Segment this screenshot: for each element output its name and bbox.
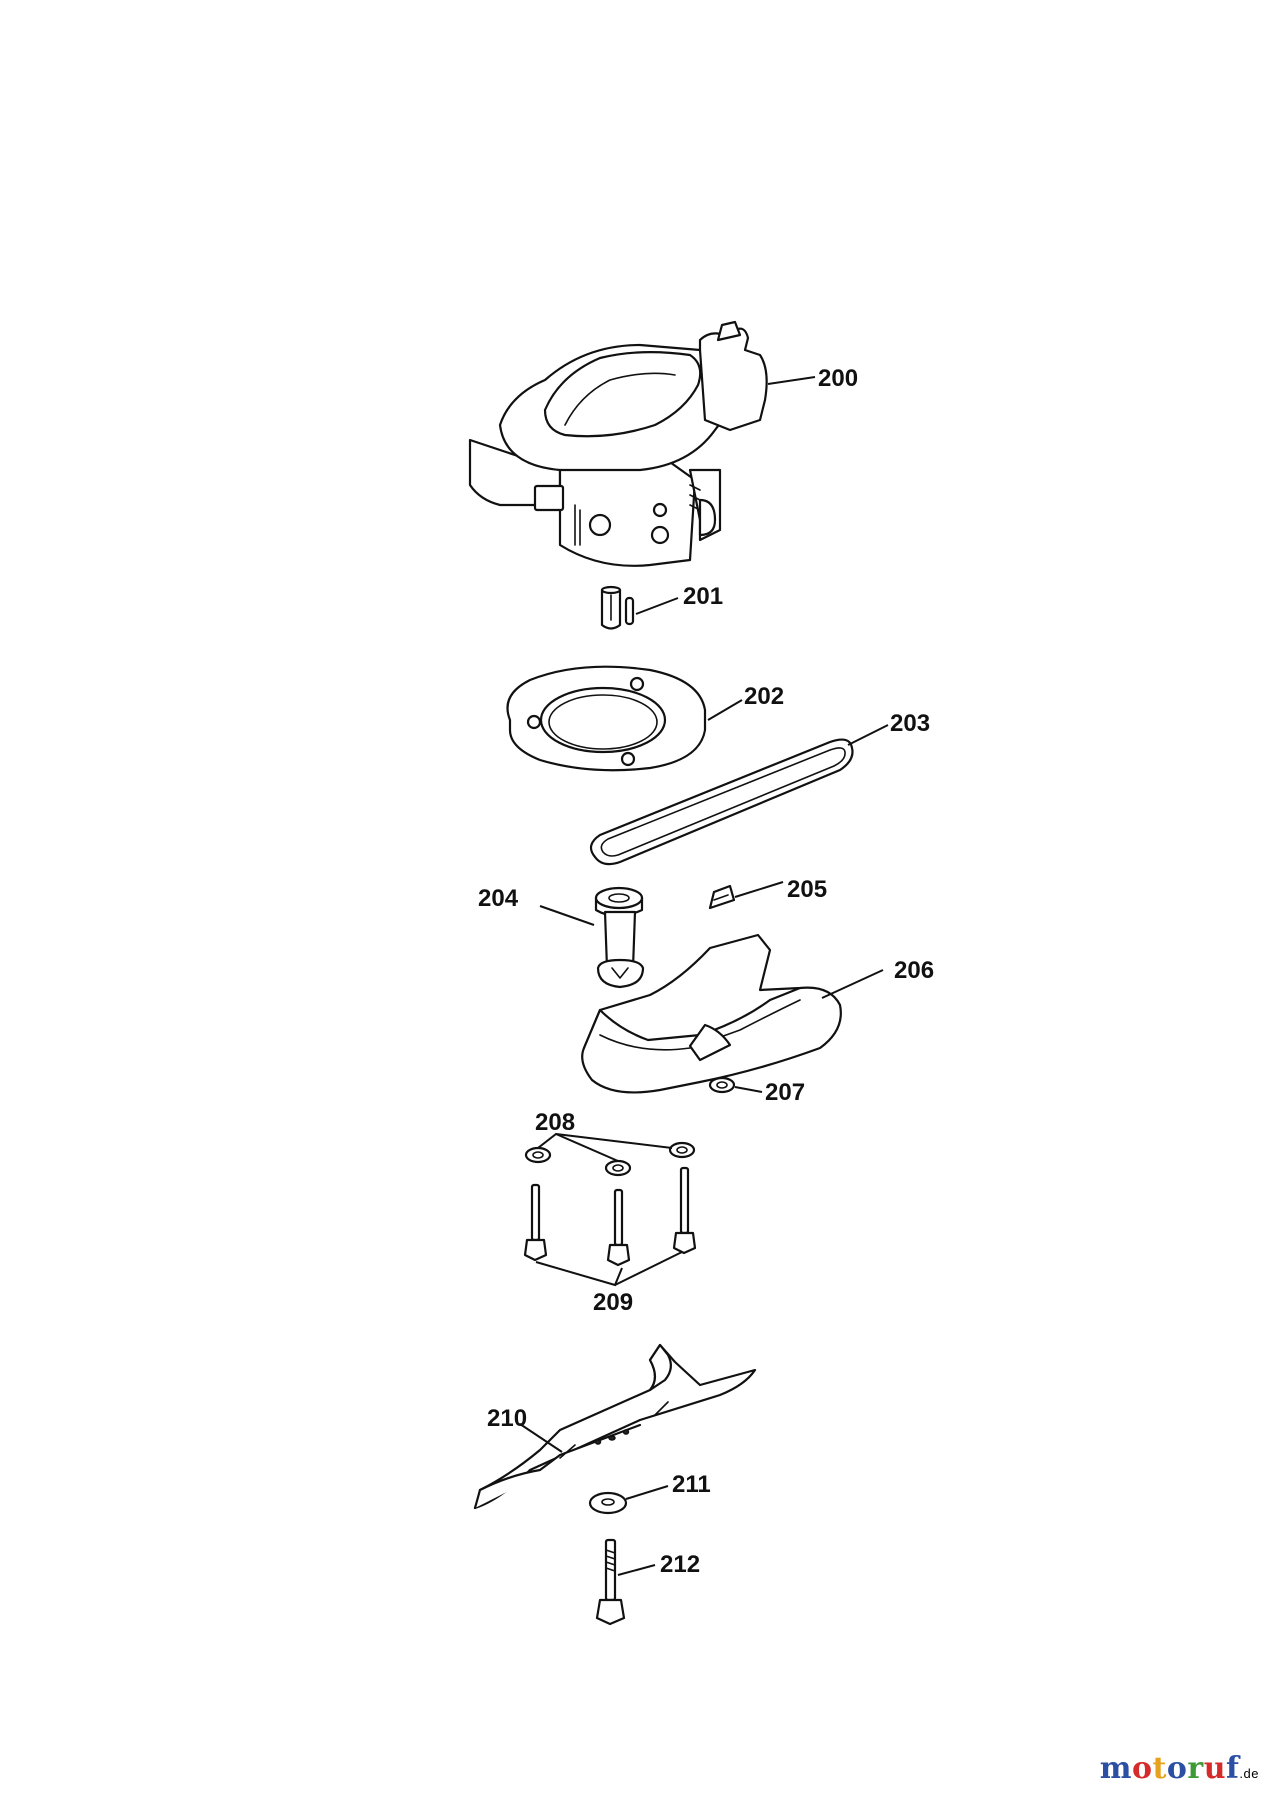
watermark-letter: u [1203, 1751, 1227, 1786]
watermark-letter: t [1152, 1751, 1167, 1786]
callout-209: 209 [593, 1289, 633, 1316]
watermark-letter: o [1132, 1751, 1153, 1786]
callout-211: 211 [672, 1471, 711, 1498]
callout-201: 201 [683, 583, 723, 610]
watermark-letters: motoruf [1100, 1751, 1240, 1786]
watermark-tld: .de [1239, 1766, 1259, 1781]
callout-207: 207 [765, 1079, 805, 1106]
callout-205: 205 [787, 876, 827, 903]
callout-203: 203 [890, 710, 930, 737]
callout-208: 208 [535, 1109, 575, 1136]
engine-part [468, 320, 768, 567]
watermark-letter: f [1226, 1751, 1240, 1786]
callout-206: 206 [894, 957, 934, 984]
blade-part [473, 1343, 757, 1510]
clip-part [708, 884, 736, 910]
callout-204: 204 [478, 885, 519, 912]
callout-212: 212 [660, 1551, 700, 1578]
callout-202: 202 [744, 683, 784, 710]
bolts-209-part [523, 1166, 697, 1267]
watermark-letter: m [1099, 1751, 1132, 1786]
watermark-letter: r [1187, 1751, 1204, 1786]
v-belt-part [589, 738, 854, 866]
belt-guard-part [581, 933, 842, 1094]
watermark-letter: o [1166, 1751, 1188, 1786]
callout-200: 200 [818, 365, 858, 392]
washer-207-part [708, 1076, 736, 1094]
pulley-housing-part [506, 665, 707, 772]
washer-211-part [588, 1491, 628, 1515]
blade-adapter-part [594, 886, 645, 989]
crankshaft-adapter-part [600, 585, 635, 630]
bolt-212-part [595, 1538, 626, 1626]
callout-210: 210 [487, 1405, 527, 1432]
watermark-logo: motoruf.de [1100, 1751, 1259, 1786]
washers-208-part [524, 1141, 696, 1177]
